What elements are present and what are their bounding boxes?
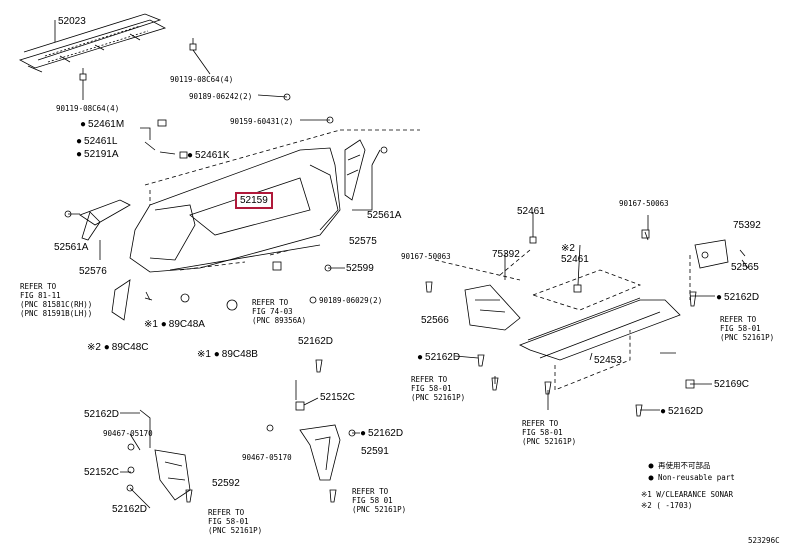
bracket-52592 bbox=[126, 409, 191, 501]
part-label[interactable]: 75392 bbox=[733, 220, 761, 231]
part-label[interactable]: 52599 bbox=[346, 263, 374, 274]
part-label[interactable]: 52576 bbox=[79, 266, 107, 277]
part-label[interactable]: 52461K bbox=[187, 150, 229, 161]
part-label[interactable]: 52565 bbox=[731, 262, 759, 273]
bracket-52566 bbox=[464, 284, 521, 331]
reference-note[interactable]: REFER TO FIG 58-01 (PNC 52161P) bbox=[411, 375, 466, 402]
legend-note-1: ※1 W/CLEARANCE SONAR bbox=[641, 490, 734, 499]
bracket-52461M bbox=[157, 119, 167, 127]
part-label[interactable]: 90119-08C64(4) bbox=[170, 75, 234, 84]
part-label[interactable]: 52591 bbox=[361, 446, 389, 457]
part-label[interactable]: 90189-06242(2) bbox=[189, 92, 253, 101]
reference-note[interactable]: REFER TO FIG 58-01 (PNC 52161P) bbox=[208, 508, 263, 535]
part-label[interactable]: 90467-05170 bbox=[103, 429, 153, 438]
part-number: 89C48C bbox=[104, 342, 149, 353]
bracket-52565 bbox=[694, 239, 729, 269]
reference-note[interactable]: REFER TO FIG 81-11 (PNC 81581C(RH)) (PNC… bbox=[20, 282, 93, 318]
note-mark: ※2 bbox=[87, 342, 101, 353]
part-label[interactable]: 52162D bbox=[298, 336, 334, 347]
part-label[interactable]: 52023 bbox=[58, 16, 86, 27]
undercover-52453 bbox=[519, 297, 681, 361]
part-label[interactable]: 52592 bbox=[212, 478, 240, 489]
part-label[interactable]: 90167-50063 bbox=[619, 199, 669, 208]
reference-note[interactable]: REFER TO FIG 58-01 (PNC 52161P) bbox=[522, 419, 577, 446]
part-label[interactable]: 52162D bbox=[360, 428, 403, 439]
part-label[interactable]: 52162D bbox=[417, 352, 460, 363]
part-label[interactable]: ※2 89C48C bbox=[87, 342, 148, 353]
figure-code: 523296C bbox=[748, 536, 780, 545]
part-number: 89C48B bbox=[214, 349, 258, 360]
legend-nonreusable-en: Non-reusable part bbox=[658, 473, 735, 482]
part-label[interactable]: ※1 89C48A bbox=[144, 319, 205, 330]
legend-bullet bbox=[648, 463, 654, 469]
part-label[interactable]: 52169C bbox=[714, 379, 750, 390]
bolt-icons-top bbox=[79, 38, 334, 124]
part-label[interactable]: 90159-60431(2) bbox=[230, 117, 294, 126]
reinforcement-52023 bbox=[18, 13, 167, 73]
part-number: 52461 bbox=[561, 254, 589, 265]
part-label[interactable]: ※1 89C48B bbox=[197, 349, 258, 360]
part-label[interactable]: 52561A bbox=[54, 242, 89, 253]
retainer-52575 bbox=[344, 139, 366, 201]
note-mark: ※1 bbox=[144, 319, 158, 330]
legend-nonreusable-jp: 再使用不可部品 bbox=[658, 461, 711, 470]
part-label[interactable]: 90189-06029(2) bbox=[319, 296, 383, 305]
bumper-cover-52159 bbox=[129, 147, 341, 273]
reference-note[interactable]: REFER TO FIG 74-03 (PNC 89356A) bbox=[252, 298, 307, 325]
reference-note[interactable]: REFER TO FIG 58-01 (PNC 52161P) bbox=[720, 315, 775, 342]
highlighted-part-label[interactable]: 52159 bbox=[235, 192, 273, 209]
part-label[interactable]: 52566 bbox=[421, 315, 449, 326]
reference-note[interactable]: REFER TO FIG 58 01 (PNC 52161P) bbox=[352, 487, 407, 514]
bracket-52591 bbox=[266, 401, 356, 481]
part-label[interactable]: 52461L bbox=[76, 136, 117, 147]
part-label[interactable]: 52162D bbox=[112, 504, 148, 515]
part-label[interactable]: 52461 bbox=[517, 206, 545, 217]
part-label[interactable]: 52561A bbox=[367, 210, 402, 221]
part-label[interactable]: 52575 bbox=[349, 236, 377, 247]
part-label[interactable]: 90467-05170 bbox=[242, 453, 292, 462]
part-label[interactable]: 52191A bbox=[76, 149, 118, 160]
part-label[interactable]: 52461M bbox=[80, 119, 124, 130]
retainer-52576 bbox=[79, 199, 131, 226]
part-number: 89C48A bbox=[161, 319, 205, 330]
part-label[interactable]: 52453 bbox=[594, 355, 622, 366]
part-label[interactable]: 52162D bbox=[716, 292, 759, 303]
note-mark: ※2 bbox=[561, 243, 575, 254]
part-label[interactable]: 52152C bbox=[320, 392, 356, 403]
part-label[interactable]: 52162D bbox=[660, 406, 703, 417]
part-label[interactable]: 75392 bbox=[492, 249, 520, 260]
part-label[interactable]: 52162D bbox=[84, 409, 120, 420]
clip-icons bbox=[185, 281, 697, 503]
part-label[interactable]: 52152C bbox=[84, 467, 120, 478]
part-label[interactable]: 90167-50063 bbox=[401, 252, 451, 261]
part-label[interactable]: 90119-08C64(4) bbox=[56, 104, 120, 113]
legend-note-2: ※2 ( -1703) bbox=[641, 501, 693, 510]
note-mark: ※1 bbox=[197, 349, 211, 360]
